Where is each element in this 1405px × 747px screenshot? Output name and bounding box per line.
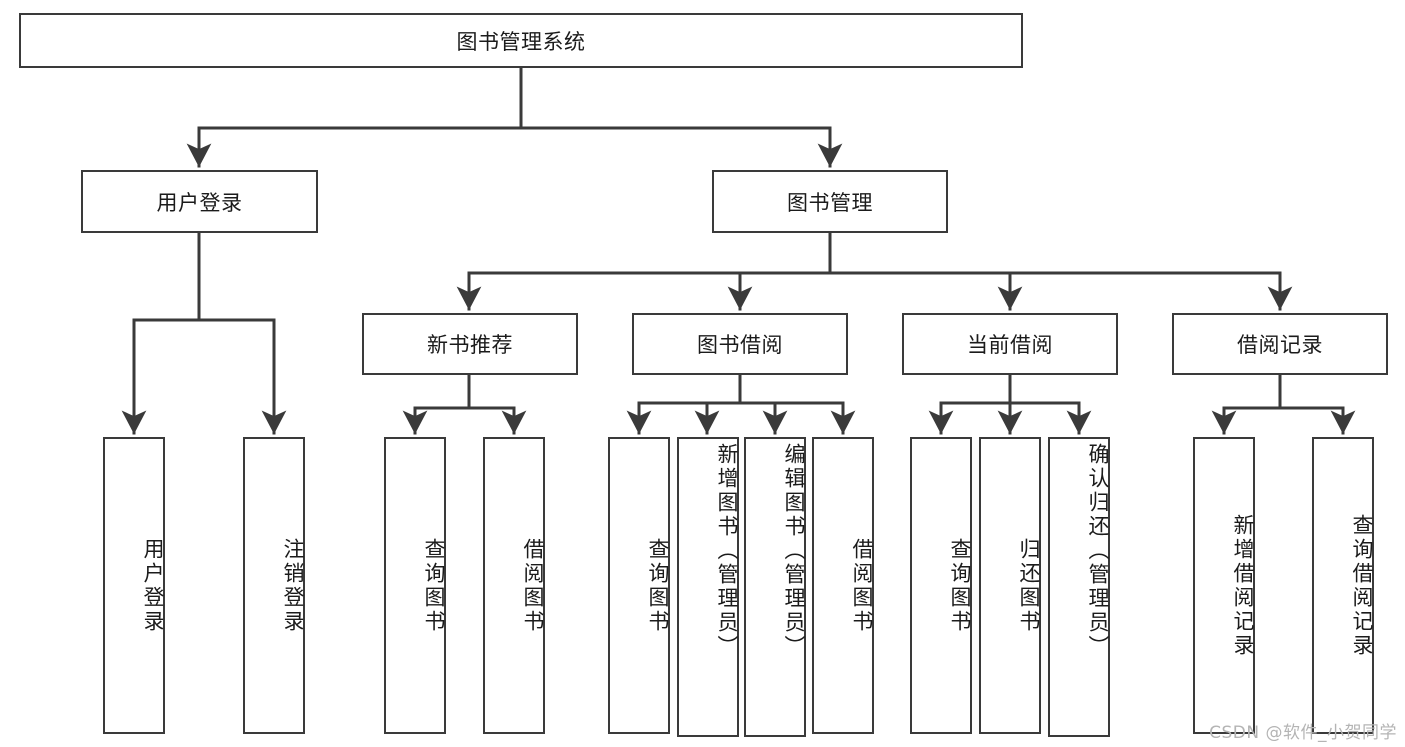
- node-label: 注销登录: [281, 537, 305, 634]
- leaf-recommend-borrow-book[interactable]: 借阅图书: [483, 437, 545, 734]
- node-user-login[interactable]: 用户登录: [81, 170, 318, 233]
- node-label: 图书管理系统: [456, 29, 586, 54]
- node-label: 查询借阅记录: [1350, 513, 1374, 658]
- node-book-management[interactable]: 图书管理: [712, 170, 948, 233]
- node-label: 新增图书（管理员）: [715, 443, 739, 659]
- node-label: 借阅图书: [521, 537, 545, 634]
- leaf-user-login-login[interactable]: 用户登录: [103, 437, 165, 734]
- node-label: 编辑图书（管理员）: [782, 443, 806, 659]
- node-current-borrow[interactable]: 当前借阅: [902, 313, 1118, 375]
- leaf-current-return-book[interactable]: 归还图书: [979, 437, 1041, 734]
- node-label: 确认归还（管理员）: [1086, 443, 1110, 659]
- node-label: 查询图书: [422, 537, 446, 634]
- node-label: 当前借阅: [967, 333, 1053, 357]
- node-label: 归还图书: [1017, 537, 1041, 634]
- node-label: 新书推荐: [427, 333, 513, 357]
- node-label: 查询图书: [948, 537, 972, 634]
- leaf-borrow-edit-book-admin[interactable]: 编辑图书（管理员）: [744, 437, 806, 737]
- node-borrow-record[interactable]: 借阅记录: [1172, 313, 1388, 375]
- leaf-borrow-borrow-book[interactable]: 借阅图书: [812, 437, 874, 734]
- node-new-book-recommend[interactable]: 新书推荐: [362, 313, 578, 375]
- node-label: 用户登录: [156, 190, 243, 215]
- node-label: 图书借阅: [697, 333, 783, 357]
- node-label: 借阅记录: [1237, 333, 1323, 357]
- leaf-borrow-add-book-admin[interactable]: 新增图书（管理员）: [677, 437, 739, 737]
- node-label: 借阅图书: [850, 537, 874, 634]
- node-book-borrow[interactable]: 图书借阅: [632, 313, 848, 375]
- leaf-user-login-logout[interactable]: 注销登录: [243, 437, 305, 734]
- node-label: 查询图书: [646, 537, 670, 634]
- leaf-record-query-record[interactable]: 查询借阅记录: [1312, 437, 1374, 734]
- leaf-record-add-record[interactable]: 新增借阅记录: [1193, 437, 1255, 734]
- leaf-recommend-query-book[interactable]: 查询图书: [384, 437, 446, 734]
- leaf-borrow-query-book[interactable]: 查询图书: [608, 437, 670, 734]
- node-label: 新增借阅记录: [1231, 513, 1255, 658]
- node-label: 图书管理: [787, 190, 873, 215]
- leaf-current-query-book[interactable]: 查询图书: [910, 437, 972, 734]
- node-label: 用户登录: [141, 537, 165, 634]
- node-root-book-management-system[interactable]: 图书管理系统: [19, 13, 1023, 68]
- leaf-current-confirm-return-admin[interactable]: 确认归还（管理员）: [1048, 437, 1110, 737]
